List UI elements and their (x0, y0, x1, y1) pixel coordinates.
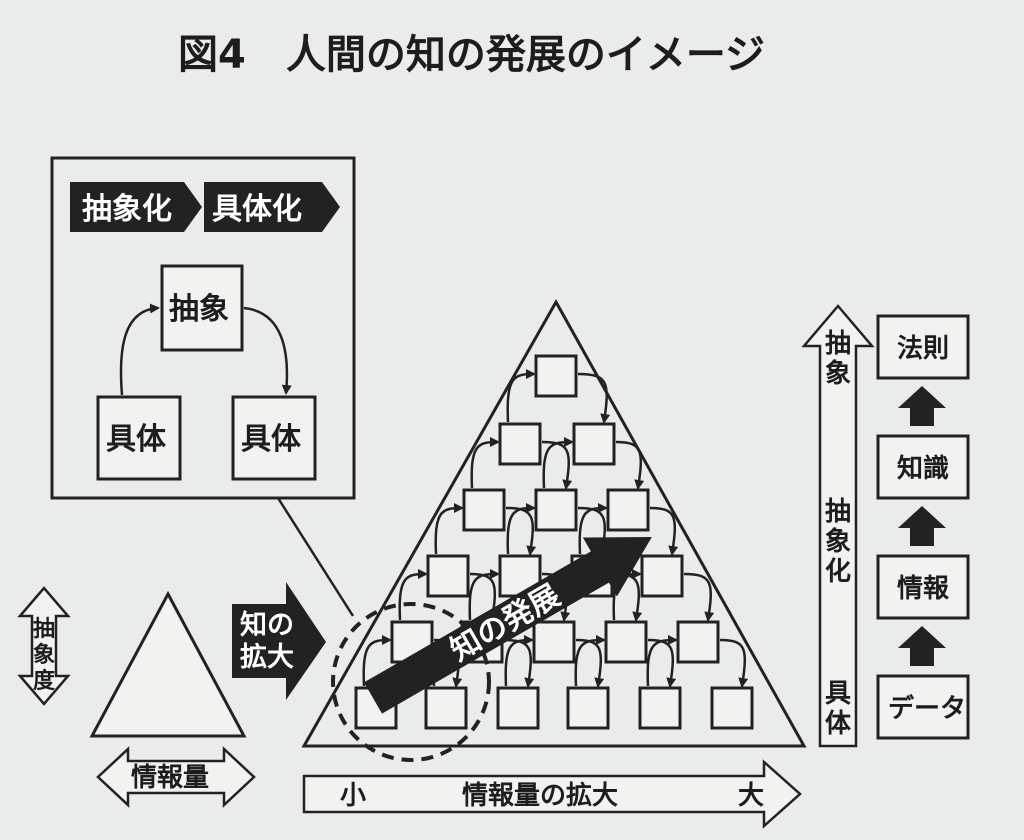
pyramid-arrow (575, 638, 605, 688)
law-box (876, 314, 970, 380)
axis-bottom-label: 具体 (825, 679, 852, 739)
pyramid-box (604, 620, 648, 664)
up-arrow-1 (898, 386, 946, 426)
law-label: 法則 (897, 334, 949, 364)
pyramid-box (710, 686, 754, 730)
expansion-line1: 知の (240, 610, 294, 641)
pyramid-arrow (434, 503, 464, 555)
pyramid-arrow (646, 635, 678, 687)
concretization-tag-label: 具体化 (212, 192, 302, 227)
inset-abstract-box (160, 264, 244, 352)
pyramid-arrow (470, 437, 500, 489)
pyramid-arrow (506, 503, 536, 555)
highlight-circle (331, 602, 491, 762)
pyramid-box (572, 422, 616, 466)
axis-middle-label: 抽象化 (825, 497, 851, 587)
inset-down-arrow (243, 306, 292, 395)
pyramid-arrow (541, 440, 573, 490)
pyramid-arrow (504, 635, 534, 687)
data-label: データ (888, 693, 966, 724)
abstraction-axis (801, 304, 875, 748)
pyramid-box (462, 488, 506, 532)
inset-up-arrow (119, 303, 160, 396)
figure-title: 図4 人間の知の発展のイメージ (178, 32, 765, 78)
pyramid-arrow (577, 372, 611, 424)
pyramid-box (638, 686, 682, 730)
pyramid-arrow (683, 572, 715, 622)
pyramid-box (566, 686, 610, 730)
inset-abstract-label: 抽象 (169, 292, 229, 327)
inset-concrete-right-box (231, 395, 317, 481)
information-label: 情報 (897, 574, 950, 604)
expansion-line2: 拡大 (240, 642, 294, 673)
knowledge-label: 知識 (897, 454, 949, 484)
axis-center-label: 情報量の拡大 (462, 781, 618, 811)
knowledge-expansion-arrow (232, 582, 326, 700)
abstraction-tag (70, 182, 202, 232)
inset-concrete-left-box (96, 395, 182, 481)
pyramid-arrow (398, 569, 428, 621)
pyramid-box (606, 488, 650, 532)
big-pyramid (301, 298, 807, 748)
inset-concrete-left-label: 具体 (106, 422, 167, 457)
pyramid-arrow (574, 635, 606, 687)
pyramid-arrow (468, 569, 500, 621)
axis-large-label: 大 (738, 781, 764, 811)
pyramid-arrow (506, 369, 536, 423)
pyramid-arrow (505, 506, 537, 556)
information-box (876, 554, 970, 620)
pyramid-arrow (647, 638, 677, 688)
abstraction-degree-label: 抽象度 (33, 617, 56, 694)
pyramid-arrow (719, 638, 749, 688)
inset-frame (50, 156, 356, 500)
concretization-tag (204, 182, 340, 232)
pyramid-box (498, 422, 542, 466)
pyramid-arrow (503, 638, 535, 688)
up-arrow-2 (898, 506, 946, 546)
pyramid-box (676, 620, 720, 664)
info-expansion-axis (302, 759, 802, 829)
axis-top-label: 抽象 (825, 329, 851, 389)
pyramid-box (532, 620, 576, 664)
pyramid-box (424, 686, 468, 730)
inset-concrete-right-label: 具体 (241, 422, 302, 457)
pyramid-box (426, 554, 470, 598)
pyramid-arrow (615, 440, 645, 490)
data-box (876, 674, 970, 740)
pyramid-box (534, 354, 578, 398)
pyramid-box (640, 554, 684, 598)
pyramid-box (534, 488, 578, 532)
axis-small-label: 小 (340, 781, 366, 811)
abstraction-degree-arrow (17, 586, 71, 706)
info-amount-arrow (96, 746, 256, 808)
pyramid-arrow (542, 437, 574, 489)
pyramid-arrow (649, 506, 679, 556)
info-amount-label: 情報量 (131, 763, 209, 793)
up-arrow-3 (898, 626, 946, 666)
pyramid-box (496, 686, 540, 730)
knowledge-box (876, 434, 970, 500)
small-pyramid (89, 590, 247, 738)
pyramid-arrow (578, 503, 608, 555)
pyramid-arrow (362, 635, 392, 687)
connector-line (276, 497, 355, 617)
abstraction-tag-label: 抽象化 (82, 192, 172, 227)
